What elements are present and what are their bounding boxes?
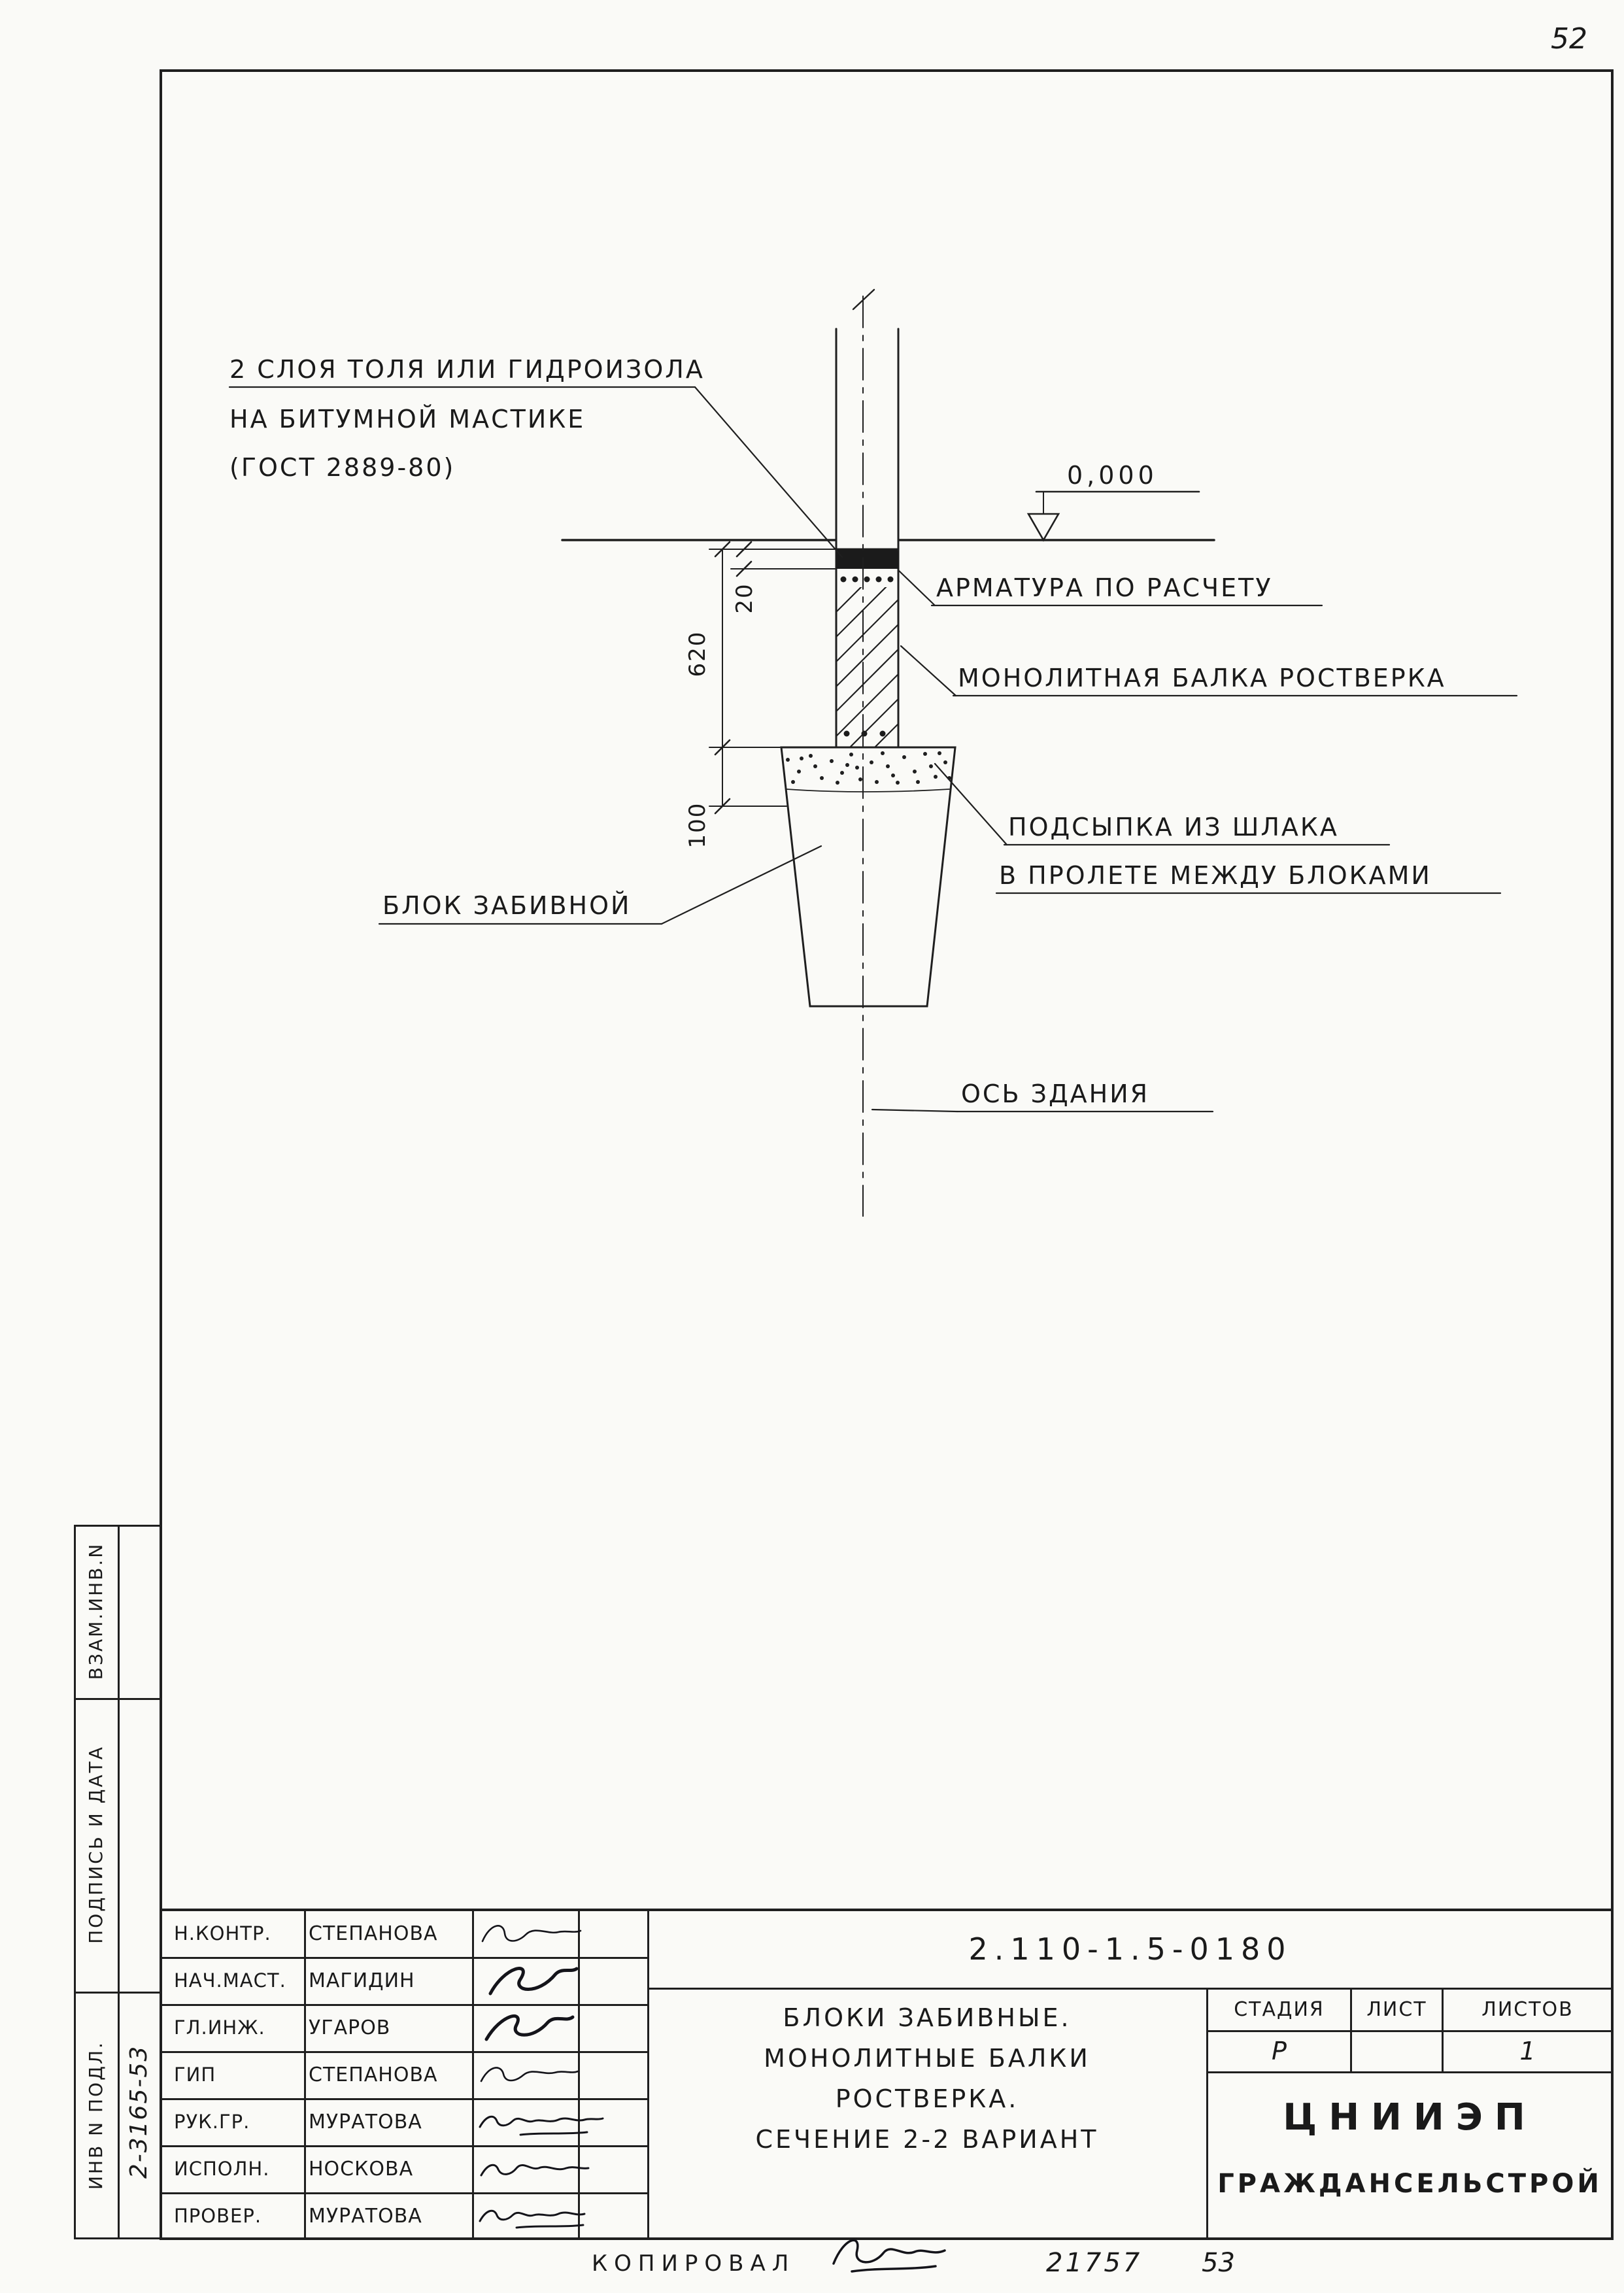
person-name: СТЕПАНОВА	[309, 2063, 438, 2086]
document-number: 2.110-1.5-0180	[968, 1931, 1293, 1967]
grid-line	[160, 2145, 647, 2147]
role-label: РУК.ГР.	[174, 2111, 250, 2133]
inventory-number: 2-3165-53	[125, 2045, 152, 2179]
axis-top-tick	[852, 288, 875, 311]
note-line-3: (ГОСТ 2889-80)	[229, 453, 455, 482]
grid-line	[160, 2098, 647, 2100]
grid-line	[304, 1910, 306, 2239]
dim-620: 620	[685, 631, 711, 677]
page-number-top: 52	[1551, 22, 1587, 56]
copied-by-label: КОПИРОВАЛ	[592, 2251, 796, 2277]
driven-block-outline	[780, 746, 956, 1008]
dim-20: 20	[732, 583, 758, 613]
grillage-beam-outline	[835, 548, 900, 749]
copy-number: 21757	[1046, 2248, 1143, 2278]
signature-mark	[480, 2164, 590, 2177]
label-building-axis: ОСЬ ЗДАНИЯ	[961, 1079, 1149, 1108]
sheets-label: ЛИСТОВ	[1481, 1997, 1574, 2021]
grid-line	[160, 2051, 647, 2053]
dimension-lines	[709, 549, 836, 807]
elevation-triangle	[1026, 513, 1060, 542]
role-label: ИСПОЛН.	[174, 2158, 270, 2180]
signature-mark	[481, 1925, 582, 1943]
label-driven-block: БЛОК ЗАБИВНОЙ	[382, 891, 631, 920]
dimension-ticks	[714, 541, 753, 815]
bedding-boundary-line	[786, 789, 950, 792]
dim-100: 100	[685, 802, 711, 849]
slag-bedding-dots	[786, 751, 951, 785]
organization-name-2: ГРАЖДАНСЕЛЬСТРОЙ	[1217, 2169, 1602, 2199]
label-bedding-1: ПОДСЫПКА ИЗ ШЛАКА	[1008, 813, 1339, 841]
person-name: МУРАТОВА	[309, 2204, 422, 2228]
leader-lines	[228, 386, 1518, 1113]
dimension-texts: 620 100 20	[685, 583, 758, 848]
signature-mark	[484, 2014, 575, 2041]
strip-label-inv-podl: ИНВ N ПОДЛ.	[84, 2041, 107, 2190]
signature-mark	[480, 2067, 579, 2082]
grid-line	[1206, 2071, 1614, 2073]
role-label: НАЧ.МАСТ.	[174, 1969, 286, 1992]
page-number-bottom: 53	[1202, 2248, 1235, 2278]
waterproofing-band	[836, 549, 898, 569]
label-grillage-beam: МОНОЛИТНАЯ БАЛКА РОСТВЕРКА	[958, 664, 1446, 692]
copier-signature	[832, 2239, 946, 2273]
grid-line	[1442, 1988, 1444, 2073]
grid-line	[74, 1992, 161, 1994]
grid-line	[1206, 1988, 1208, 2239]
signature-mark	[479, 2115, 604, 2136]
drawing-title-line: МОНОЛИТНЫЕ БАЛКИ	[764, 2044, 1091, 2073]
person-name: НОСКОВА	[309, 2157, 414, 2181]
grid-line	[472, 1910, 474, 2239]
grid-line	[1206, 2030, 1614, 2032]
note-line-1: 2 СЛОЯ ТОЛЯ ИЛИ ГИДРОИЗОЛА	[229, 355, 705, 384]
person-name: МАГИДИН	[309, 1969, 415, 1992]
grid-line	[160, 1957, 647, 1959]
grid-line	[160, 2004, 647, 2006]
label-reinforcement: АРМАТУРА ПО РАСЧЕТУ	[936, 573, 1272, 602]
signature-mark	[488, 1967, 579, 1996]
drawing-title-line: БЛОКИ ЗАБИВНЫЕ.	[783, 2003, 1072, 2032]
drawing-frame	[160, 69, 1614, 2240]
grid-line	[647, 1988, 1614, 1990]
stage-label: СТАДИЯ	[1234, 1997, 1325, 2021]
role-label: Н.КОНТР.	[174, 1922, 271, 1945]
drawing-title-line: РОСТВЕРКА.	[835, 2084, 1019, 2113]
person-name: СТЕПАНОВА	[309, 1922, 438, 1945]
sheet-label: ЛИСТ	[1366, 1997, 1427, 2021]
grid-line	[578, 1910, 580, 2239]
drawing-labels: 2 СЛОЯ ТОЛЯ ИЛИ ГИДРОИЗОЛА НА БИТУМНОЙ М…	[229, 355, 1446, 1108]
grid-line	[647, 1910, 649, 2239]
stage-value: Р	[1272, 2037, 1287, 2065]
elevation-value: 0,000	[1067, 461, 1158, 490]
rebar-dots	[840, 576, 894, 737]
grid-line	[160, 2192, 647, 2194]
drawing-title-line: СЕЧЕНИЕ 2-2 ВАРИАНТ	[755, 2125, 1099, 2154]
beam-hatching	[837, 587, 898, 747]
grid-line	[160, 1909, 1614, 1911]
signature-mark	[479, 2209, 586, 2229]
grid-line	[1350, 1988, 1352, 2073]
sheets-value: 1	[1519, 2037, 1536, 2065]
label-bedding-2: В ПРОЛЕТЕ МЕЖДУ БЛОКАМИ	[999, 861, 1432, 890]
strip-label-podpis-data: ПОДПИСЬ И ДАТА	[84, 1745, 107, 1944]
person-name: УГАРОВ	[309, 2016, 391, 2039]
grid-line	[118, 1525, 120, 2239]
role-label: ПРОВЕР.	[174, 2205, 262, 2227]
note-line-2: НА БИТУМНОЙ МАСТИКЕ	[229, 405, 585, 433]
grid-line	[74, 1698, 161, 1700]
role-label: ГИП	[174, 2064, 216, 2086]
role-label: ГЛ.ИНЖ.	[174, 2016, 265, 2039]
person-name: МУРАТОВА	[309, 2110, 422, 2133]
organization-name-1: ЦНИИЭП	[1283, 2096, 1537, 2139]
strip-label-vzam-inv: ВЗАМ.ИНВ.N	[84, 1542, 107, 1680]
